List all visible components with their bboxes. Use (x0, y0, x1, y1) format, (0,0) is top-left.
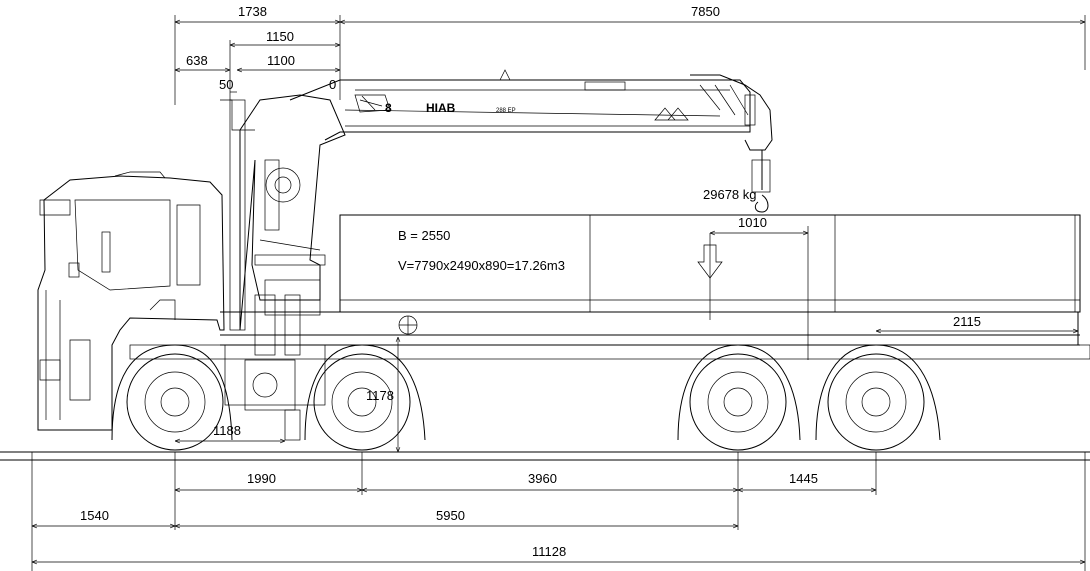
dimension-1990: 1990 (175, 471, 362, 490)
dimension-5950: 5950 (175, 508, 738, 526)
payload-label: B = 2550 (398, 228, 450, 243)
crane-marker: 8 (385, 101, 392, 115)
dimension-1188: 1188 (175, 423, 285, 441)
truck-cab (37, 171, 225, 431)
dimension-1738: 1738 (175, 4, 340, 22)
svg-text:1150: 1150 (266, 29, 294, 44)
svg-text:1010: 1010 (738, 215, 767, 230)
dimension-7850: 7850 (340, 4, 1085, 22)
crane-capacity-label: 29678 kg (703, 187, 757, 202)
dimension-1540: 1540 (32, 508, 175, 526)
truck-chassis (129, 311, 1090, 360)
svg-text:638: 638 (186, 53, 208, 68)
svg-text:1540: 1540 (80, 508, 109, 523)
wheel-front (111, 344, 233, 451)
crane-brand-logo: HIAB (426, 101, 456, 115)
loader-crane: 8 HIAB 288 EP (220, 69, 773, 331)
svg-text:1100: 1100 (267, 53, 295, 68)
svg-text:1178: 1178 (366, 388, 394, 403)
svg-text:1445: 1445 (789, 471, 818, 486)
center-of-gravity-arrow (697, 233, 723, 320)
dimension-50: 50 (219, 77, 237, 93)
crane-model-label: 288 EP (496, 108, 516, 114)
wheel-second-front-axle (304, 344, 426, 451)
volume-label: V=7790x2490x890=17.26m3 (398, 258, 565, 273)
dimension-1010: 1010 (710, 215, 809, 360)
svg-text:3960: 3960 (528, 471, 557, 486)
svg-text:2115: 2115 (953, 314, 981, 329)
crane-mechanism-lower (224, 294, 326, 441)
wheel-rear-axle-2 (815, 344, 941, 451)
ground-line (0, 451, 1090, 461)
dimension-0: 0 (329, 77, 336, 92)
svg-text:1188: 1188 (213, 423, 241, 438)
svg-text:5950: 5950 (436, 508, 465, 523)
svg-text:1990: 1990 (247, 471, 276, 486)
dimension-1150: 1150 (230, 29, 340, 45)
svg-text:1738: 1738 (238, 4, 267, 19)
dimension-2115: 2115 (876, 314, 1078, 331)
svg-text:7850: 7850 (691, 4, 720, 19)
dimension-1445: 1445 (738, 471, 876, 490)
dimension-638: 638 (175, 53, 230, 70)
svg-text:11128: 11128 (532, 544, 566, 559)
dimension-1178: 1178 (366, 337, 398, 452)
dimension-11128: 11128 (32, 544, 1085, 562)
dimension-3960: 3960 (362, 471, 738, 490)
svg-text:0: 0 (329, 77, 336, 92)
top-extension-lines (174, 15, 1086, 105)
svg-text:50: 50 (219, 77, 233, 92)
dimension-1100: 1100 (237, 53, 340, 70)
wheel-rear-axle-1 (677, 344, 801, 451)
